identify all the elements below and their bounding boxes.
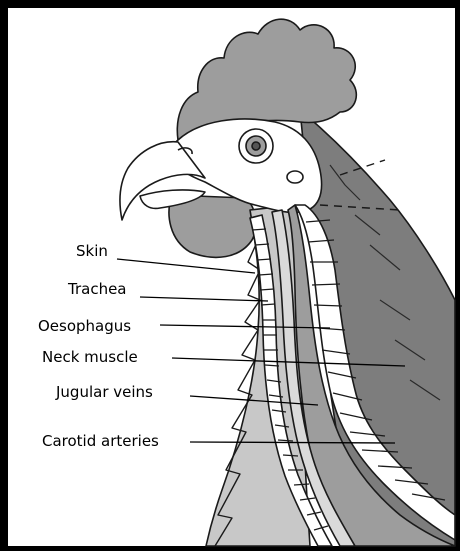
label-oesophagus: Oesophagus <box>38 317 131 335</box>
label-skin: Skin <box>76 242 108 260</box>
label-neck-muscle: Neck muscle <box>42 348 138 366</box>
label-jugular-veins: Jugular veins <box>55 383 153 401</box>
label-trachea: Trachea <box>67 280 127 298</box>
label-carotid-arteries: Carotid arteries <box>42 432 159 450</box>
eye-pupil <box>252 142 260 150</box>
ear-lobe <box>287 171 303 183</box>
